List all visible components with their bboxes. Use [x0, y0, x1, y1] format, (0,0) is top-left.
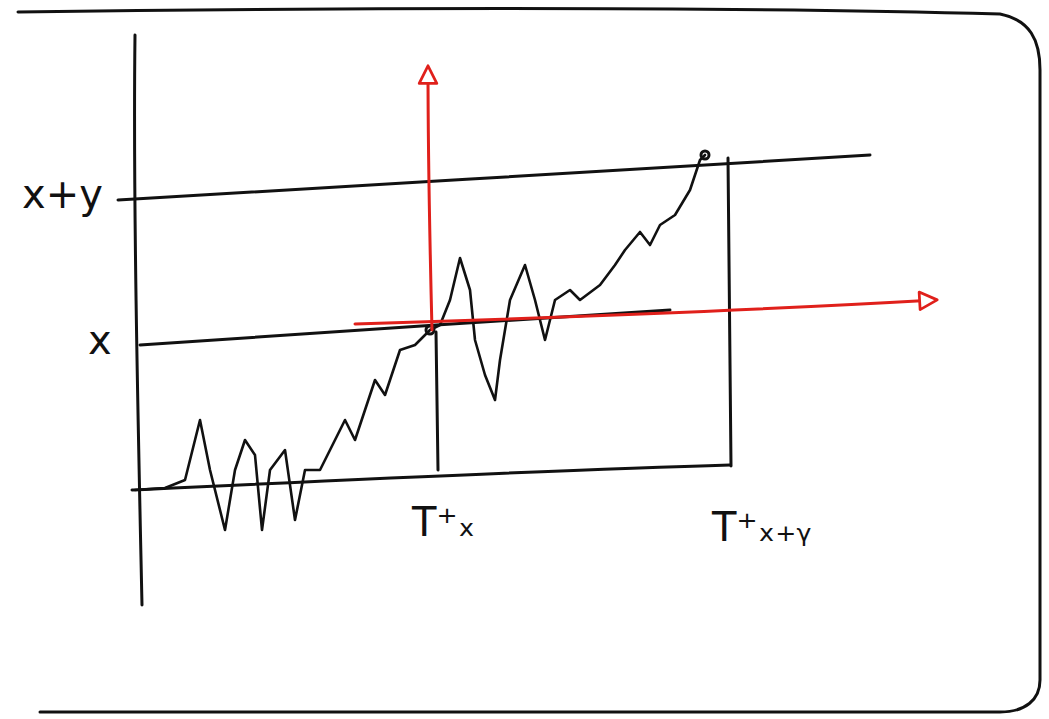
hit-point [701, 151, 709, 159]
baseline [132, 465, 730, 490]
time-label: T⁺ₓ₊ᵧ [712, 505, 811, 549]
shifted-axis [428, 68, 432, 330]
time-marker-line [728, 158, 731, 466]
random-path [135, 155, 705, 530]
level-label: x+y [22, 172, 103, 216]
level-line [118, 155, 870, 200]
vertical-axis [135, 35, 142, 605]
level-label: x [88, 318, 112, 362]
shifted-axis [355, 300, 935, 324]
frame [18, 9, 1040, 713]
time-label: T⁺ₓ [412, 500, 475, 544]
time-marker-line [436, 332, 438, 470]
